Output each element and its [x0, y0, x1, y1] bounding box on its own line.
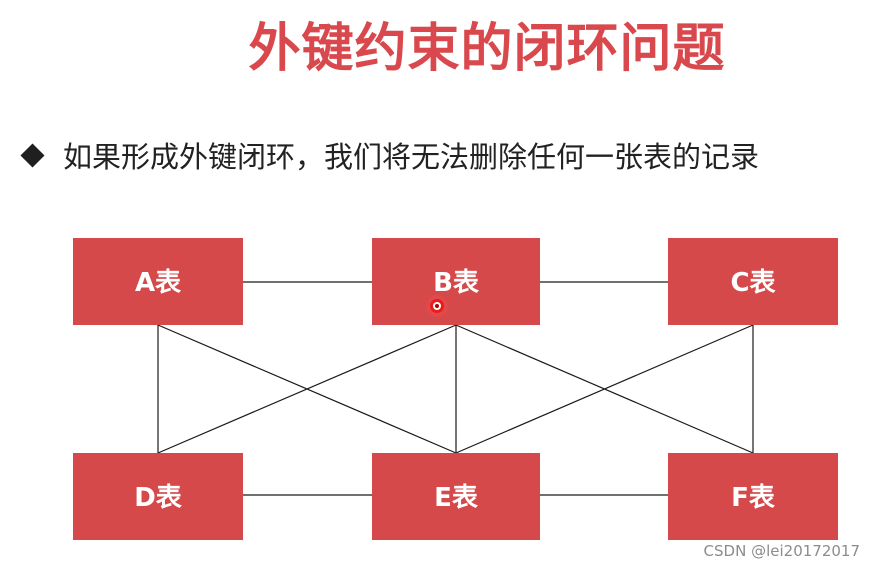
table-node-a: A表 — [73, 238, 243, 325]
page-title: 外键约束的闭环问题 — [248, 19, 726, 79]
table-node-b: B表 — [372, 238, 540, 325]
edge-c-e — [455, 324, 754, 454]
table-node-d-label: D表 — [134, 483, 183, 513]
edge-b-d — [157, 324, 457, 454]
table-node-d: D表 — [73, 453, 243, 540]
table-node-e-label: E表 — [434, 483, 479, 513]
table-node-b-label: B表 — [433, 268, 480, 298]
table-node-c: C表 — [668, 238, 838, 325]
watermark: CSDN @lei20172017 — [703, 542, 860, 560]
laser-pointer-icon — [426, 295, 448, 317]
table-node-e: E表 — [372, 453, 540, 540]
bullet-point: 如果形成外键闭环，我们将无法删除任何一张表的记录 — [18, 134, 759, 176]
table-node-c-label: C表 — [730, 268, 776, 298]
edge-layer — [157, 281, 754, 496]
bullet-text: 如果形成外键闭环，我们将无法删除任何一张表的记录 — [63, 140, 760, 174]
table-node-f-label: F表 — [731, 483, 776, 513]
table-node-f: F表 — [668, 453, 838, 540]
table-node-a-label: A表 — [135, 268, 182, 298]
